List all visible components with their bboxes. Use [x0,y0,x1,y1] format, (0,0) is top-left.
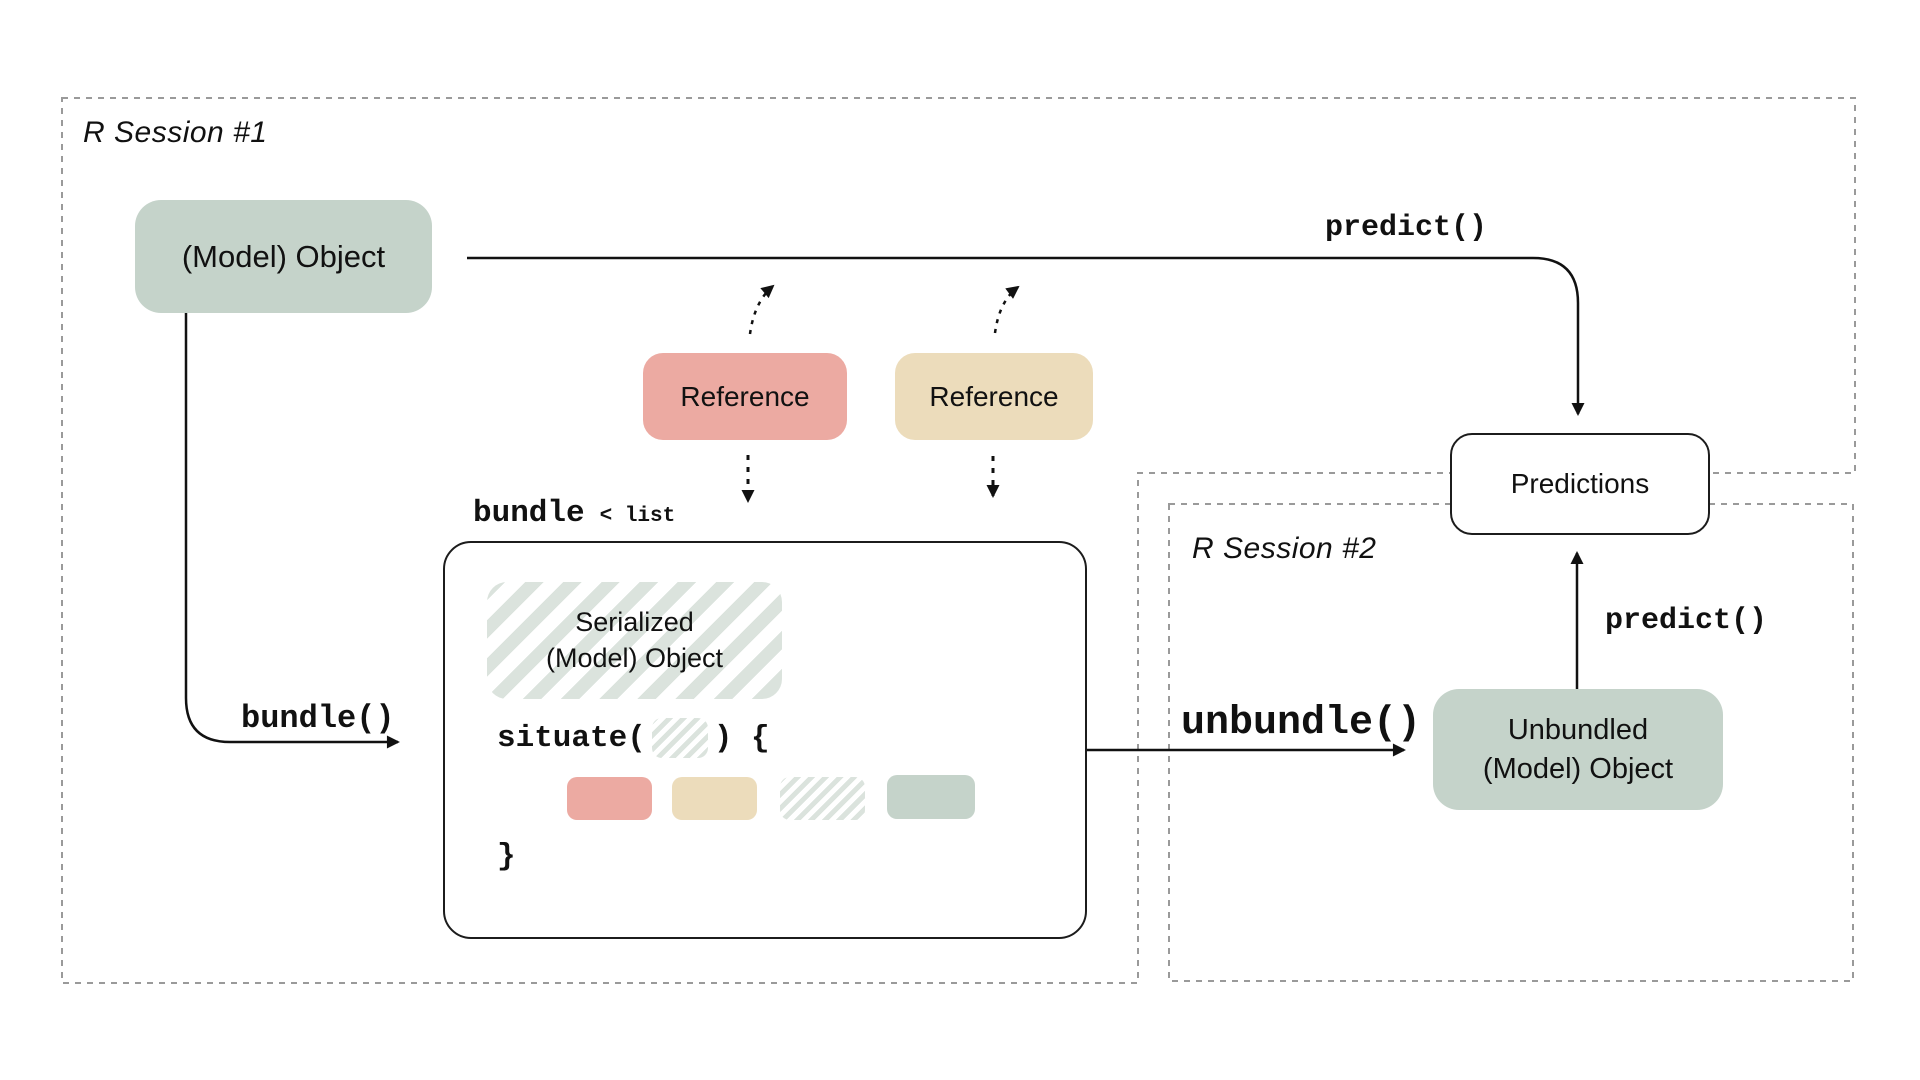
model-object-label: (Model) Object [181,238,386,274]
unbundle-fn-label: unbundle() [1181,701,1422,746]
reference-red-up-arrow [748,284,775,335]
reference-tan-node: Reference [895,353,1093,440]
predict-arrow-session1 [467,256,1585,416]
predictions-label: Predictions [1510,468,1650,499]
bundle-item-striped-chip [780,777,865,820]
serialized-object-node: Serialized (Model) Object [487,582,782,699]
reference-red-label: Reference [680,380,810,412]
serialized-object-line1: Serialized [575,606,694,637]
unbundled-object-line1: Unbundled [1507,714,1649,747]
bundle-item-red-chip [567,777,652,820]
situate-prefix: situate( [497,720,646,756]
bundle-arrow [184,313,400,749]
bundle-fn-label: bundle() [241,700,395,737]
unbundled-object-label: Unbundled (Model) Object [1483,711,1673,788]
situate-argument-chip [651,718,708,758]
predict-label-session1: predict() [1325,211,1488,245]
bundle-header-annotation: < list [599,505,676,528]
serialized-object-label: Serialized (Model) Object [546,605,723,676]
closing-brace: } [497,839,516,874]
situate-suffix: ) { [713,720,770,756]
unbundled-object-node: Unbundled (Model) Object [1433,689,1723,810]
predict-label-session2: predict() [1605,604,1768,638]
bundle-header-name: bundle [473,496,585,531]
situate-code-line: situate( ) { [497,715,770,761]
bundle-item-sage-chip [887,775,975,819]
reference-tan-up-arrow [993,285,1020,334]
reference-red-node: Reference [643,353,847,440]
serialized-object-line2: (Model) Object [545,642,724,673]
session1-label: R Session #1 [83,116,268,149]
session1-outline [61,97,1856,984]
unbundled-object-line2: (Model) Object [1482,752,1674,785]
predictions-node: Predictions [1450,433,1710,535]
bundle-box: Serialized (Model) Object situate( ) { } [443,541,1087,939]
bundle-item-tan-chip [672,777,757,820]
session2-label: R Session #2 [1192,532,1377,565]
model-object-node: (Model) Object [135,200,432,313]
bundle-header: bundle < list [473,496,675,531]
reference-tan-label: Reference [929,380,1059,412]
